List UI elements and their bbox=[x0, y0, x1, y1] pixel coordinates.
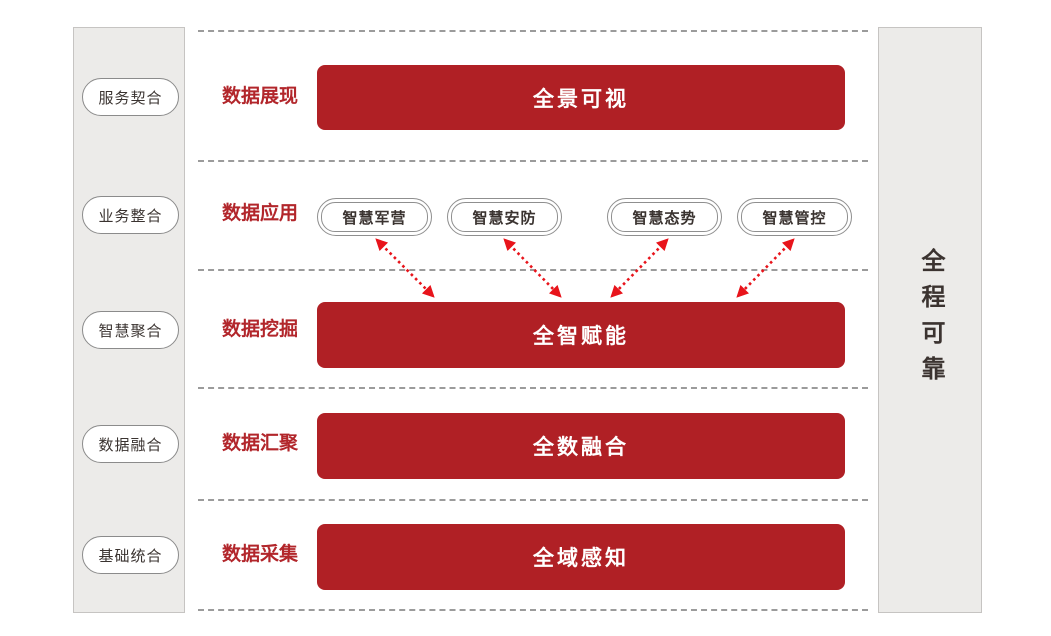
block-full-data-fusion: 全数融合 bbox=[317, 413, 845, 479]
dotted-separator bbox=[198, 609, 868, 611]
layer-label-data-application: 数据应用 bbox=[222, 203, 299, 224]
app-pill-label: 智慧管控 bbox=[741, 202, 848, 232]
app-pill-smart-camp: 智慧军营 bbox=[317, 198, 432, 236]
app-pill-smart-security: 智慧安防 bbox=[447, 198, 562, 236]
app-pill-label: 智慧军营 bbox=[321, 202, 428, 232]
double-arrow-icon-1 bbox=[375, 238, 435, 298]
arrows-layer bbox=[375, 238, 795, 298]
double-arrow-icon-3 bbox=[610, 238, 669, 298]
right-panel: 全程可靠 bbox=[878, 27, 982, 613]
block-intelligence-empowerment: 全智赋能 bbox=[317, 302, 845, 368]
block-label: 全景可视 bbox=[533, 87, 629, 111]
block-全-domain-sensing: 全域感知 bbox=[317, 524, 845, 590]
layer-label-data-collection: 数据采集 bbox=[222, 544, 299, 565]
block-panoramic-visibility: 全景可视 bbox=[317, 65, 845, 130]
block-label: 全智赋能 bbox=[533, 325, 629, 348]
dotted-separator bbox=[198, 160, 868, 162]
side-pill-label: 智慧聚合 bbox=[98, 322, 163, 340]
layer-label-data-display: 数据展现 bbox=[222, 86, 299, 107]
side-pill-business-integration: 业务整合 bbox=[82, 196, 179, 234]
layer-label-data-mining: 数据挖掘 bbox=[222, 319, 299, 340]
dotted-separator bbox=[198, 387, 868, 389]
app-pill-label: 智慧态势 bbox=[611, 202, 718, 232]
app-pill-label: 智慧安防 bbox=[451, 202, 558, 232]
side-pill-smart-aggregation: 智慧聚合 bbox=[82, 311, 179, 349]
side-pill-data-fusion: 数据融合 bbox=[82, 425, 179, 463]
side-pill-service-fit: 服务契合 bbox=[82, 78, 179, 116]
block-label: 全数融合 bbox=[533, 436, 629, 459]
app-pill-smart-situation: 智慧态势 bbox=[607, 198, 722, 236]
dotted-separator bbox=[198, 499, 868, 501]
app-pill-smart-control: 智慧管控 bbox=[737, 198, 852, 236]
right-panel-label: 全程可靠 bbox=[917, 248, 944, 392]
side-pill-label: 数据融合 bbox=[98, 436, 163, 454]
dotted-separator bbox=[198, 30, 868, 32]
double-arrow-icon-4 bbox=[736, 238, 795, 298]
layer-label-data-aggregation: 数据汇聚 bbox=[222, 433, 299, 454]
side-pill-label: 服务契合 bbox=[98, 89, 163, 107]
side-pill-base-unification: 基础统合 bbox=[82, 536, 179, 574]
side-pill-label: 业务整合 bbox=[98, 207, 163, 225]
block-label: 全域感知 bbox=[533, 547, 629, 570]
side-pill-label: 基础统合 bbox=[98, 547, 163, 565]
double-arrow-icon-2 bbox=[503, 238, 562, 298]
